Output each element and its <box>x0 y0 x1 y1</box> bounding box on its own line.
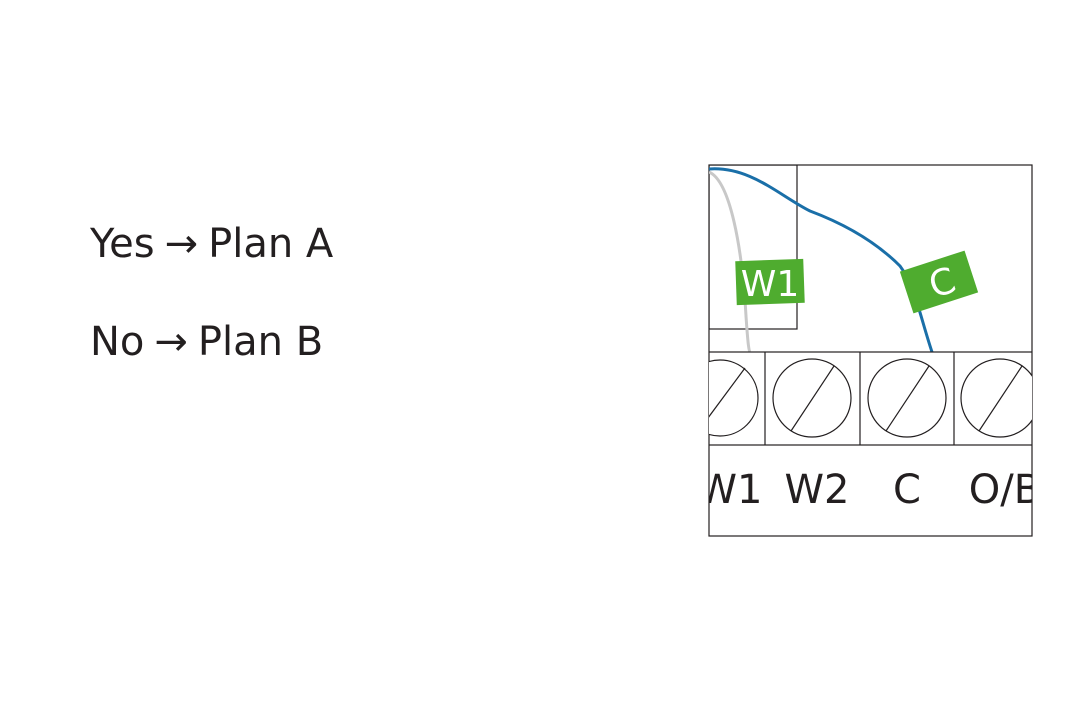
diagram-frame <box>708 164 1033 537</box>
choice-answer: No <box>90 319 145 365</box>
choice-plan: Plan A <box>208 221 334 267</box>
terminal-label: C <box>893 467 921 513</box>
screw-icon <box>772 358 852 438</box>
plan-choices: Yes→Plan A No→Plan B <box>90 220 333 366</box>
terminal-label: W2 <box>785 467 850 513</box>
right-arrow-icon: → <box>154 319 188 365</box>
wire-tag-label: W1 <box>741 264 800 305</box>
right-arrow-icon: → <box>164 221 199 267</box>
choice-no: No→Plan B <box>90 318 333 366</box>
wire-tag-w1: W1 <box>735 258 805 306</box>
screw-icon <box>709 359 759 437</box>
choice-answer: Yes <box>90 221 155 267</box>
wire-tag-c: C <box>899 250 979 314</box>
terminal-label: W1 <box>700 467 763 513</box>
inner-wire-box <box>709 165 798 330</box>
choice-yes: Yes→Plan A <box>90 220 333 268</box>
wiring-diagram: W1 C W1 W2 C O/B <box>700 156 1040 546</box>
screw-icon <box>960 358 1032 438</box>
choice-plan: Plan B <box>197 319 324 365</box>
terminal-label: O/B <box>969 467 1040 513</box>
wiring-diagram-svg: W1 C W1 W2 C O/B <box>700 164 1040 537</box>
screw-icon <box>867 358 947 438</box>
